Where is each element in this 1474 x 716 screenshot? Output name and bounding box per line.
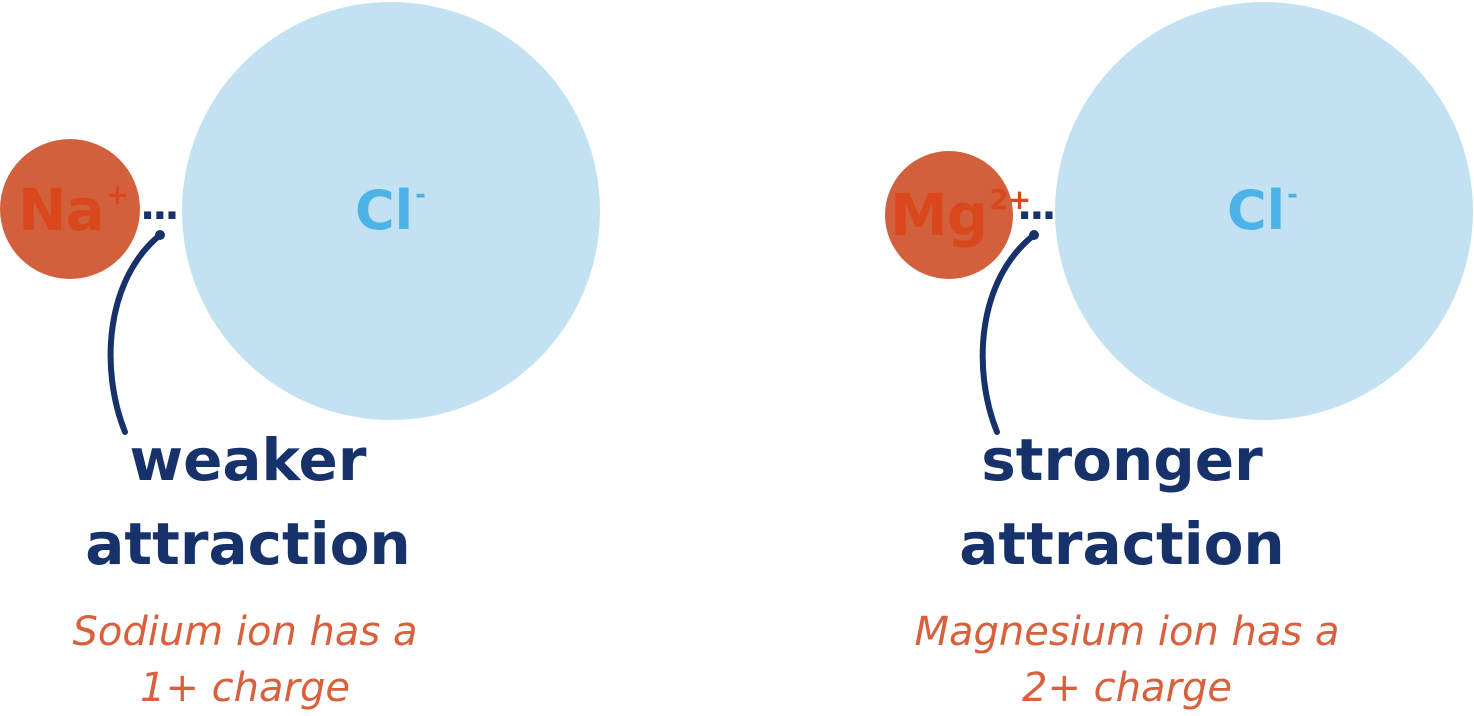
chloride-ion-circle [1055,2,1473,420]
chloride-ion-circle [182,2,600,420]
magnesium-chloride-panel: Mg2+ Cl- ... stronger attraction Magnesi… [737,0,1474,716]
magnesium-ion-circle [885,151,1013,279]
sodium-chloride-panel: Na+ Cl- ... weaker attraction Sodium ion… [0,2,600,711]
sodium-ion-label: Na+ [18,176,129,244]
chloride-ion-label: Cl- [355,179,426,242]
leader-line [979,230,1039,435]
leader-line [107,230,165,435]
weaker-attraction-label: weaker attraction [85,426,411,578]
magnesium-ion-label: Mg2+ [890,181,1031,249]
ionic-bond-dots: ... [140,183,180,229]
sodium-charge-note: Sodium ion has a 1+ charge [72,609,418,711]
sodium-ion-circle [0,139,140,279]
ionic-bond-dots: ... [1017,183,1057,229]
stronger-attraction-label: stronger attraction [959,426,1285,578]
magnesium-charge-note: Magnesium ion has a 2+ charge [914,609,1340,711]
chloride-ion-label: Cl- [1227,179,1298,242]
